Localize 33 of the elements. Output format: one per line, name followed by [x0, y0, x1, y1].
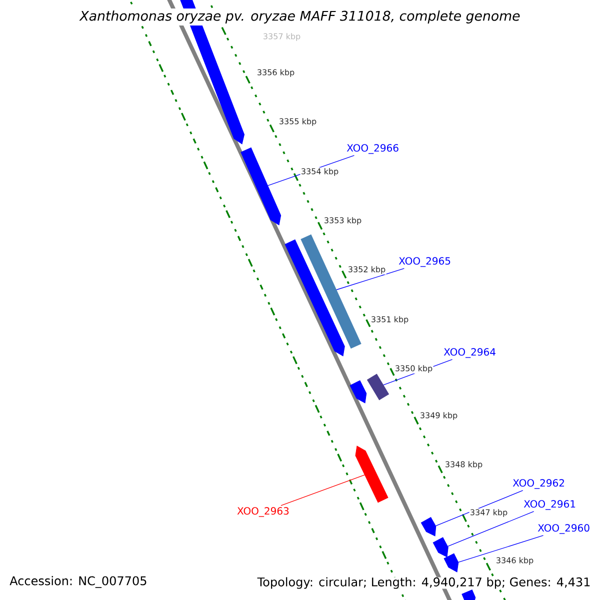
gene-label: XOO_2965 — [398, 257, 450, 267]
gene-label: XOO_2961 — [524, 500, 576, 510]
scale-label: 3349 kbp — [419, 411, 458, 421]
gene-feature — [355, 446, 388, 503]
genome-info-text: Topology: circular; Length: 4,940,217 bp; Genes: 4,431 — [257, 577, 591, 589]
gene-label: XOO_2964 — [444, 348, 496, 358]
leader-line — [448, 511, 534, 547]
leader-line — [336, 268, 404, 290]
gene-feature — [284, 239, 345, 356]
gene-label: XOO_2966 — [346, 144, 398, 154]
gene-feature — [178, 0, 245, 144]
gene-feature — [350, 380, 367, 404]
gene-label: XOO_2962 — [512, 479, 564, 489]
accession-text: Accession: NC_007705 — [8, 574, 149, 590]
gene-feature — [444, 553, 459, 572]
leader-line — [436, 490, 524, 526]
scale-label: 3353 kbp — [323, 216, 362, 226]
scale-label: 3346 kbp — [495, 556, 534, 566]
scale-label: 3354 kbp — [300, 167, 340, 177]
leader-line — [280, 474, 365, 506]
scale-label: 3351 kbp — [370, 315, 410, 325]
leader-line — [458, 535, 544, 563]
scale-label: 3356 kbp — [256, 68, 296, 78]
scale-label: 3355 kbp — [278, 117, 318, 127]
gene-label: XOO_2963 — [237, 507, 289, 517]
gene-feature — [432, 537, 448, 558]
title: Xanthomonas oryzae pv. oryzae MAFF 311018, complete genome — [78, 8, 522, 26]
scale-label: 3352 kbp — [347, 265, 386, 275]
scale-label: 3350 kbp — [394, 364, 434, 374]
gene-label: XOO_2960 — [538, 524, 590, 534]
scale-label: 3347 kbp — [469, 508, 508, 518]
scale-label: 3348 kbp — [444, 460, 484, 470]
scale-label: 3357 kbp — [262, 32, 302, 42]
